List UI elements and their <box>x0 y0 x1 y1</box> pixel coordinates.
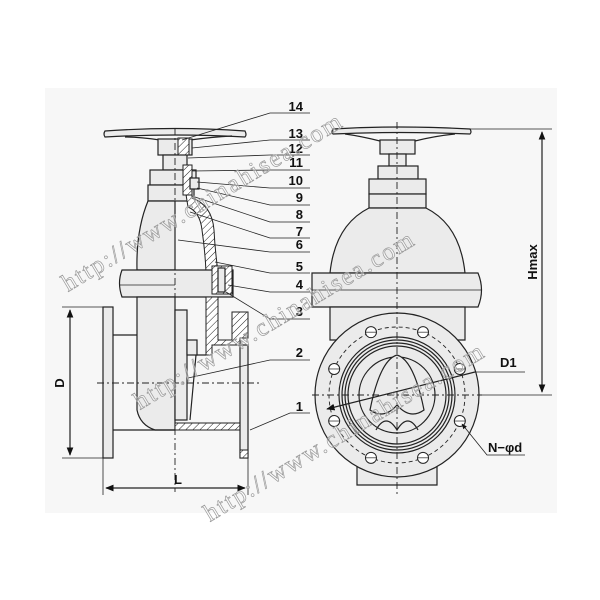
callout-6: 6 <box>177 237 310 253</box>
svg-text:10: 10 <box>289 173 303 188</box>
section-view: D L <box>52 127 262 495</box>
svg-text:8: 8 <box>296 207 303 222</box>
callout-7: 7 <box>189 211 310 239</box>
callout-11: 11 <box>191 155 310 172</box>
svg-text:7: 7 <box>296 224 303 239</box>
handwheel-hub-front <box>379 139 416 155</box>
callout-10: 10 <box>196 173 310 189</box>
svg-text:12: 12 <box>289 141 303 156</box>
svg-text:6: 6 <box>296 237 303 252</box>
dimension-D1-line <box>326 371 476 411</box>
gate-visible <box>369 354 425 415</box>
dimension-D-label: D <box>52 378 67 387</box>
dimension-D1-label: D1 <box>500 355 517 370</box>
dimension-Hmax-label: Hmax <box>525 244 540 280</box>
part-callouts: 14 13 12 11 10 9 8 7 6 5 4 3 2 1 <box>177 99 310 431</box>
callout-4: 4 <box>227 277 310 293</box>
dimension-L-label: L <box>174 472 182 487</box>
callout-13: 13 <box>191 126 310 149</box>
handwheel-front <box>331 126 472 135</box>
dimension-Nd-label: N−φd <box>488 440 522 455</box>
svg-text:1: 1 <box>296 399 303 414</box>
callout-12: 12 <box>187 141 310 159</box>
callout-3: 3 <box>225 291 310 320</box>
svg-text:2: 2 <box>296 345 303 360</box>
outlet-flange <box>239 344 249 459</box>
callout-5: 5 <box>214 259 310 274</box>
dimension-Nd-line <box>461 423 525 456</box>
callout-14: 14 <box>181 99 310 141</box>
callout-9: 9 <box>196 187 310 206</box>
bolt-holes <box>328 326 466 464</box>
front-view: Hmax D1 N−φd <box>311 122 552 497</box>
callout-1: 1 <box>249 399 310 431</box>
svg-text:9: 9 <box>296 190 303 205</box>
svg-text:13: 13 <box>289 126 303 141</box>
svg-text:14: 14 <box>289 99 304 114</box>
callout-8: 8 <box>191 195 310 223</box>
inlet-flange <box>102 306 114 459</box>
svg-text:4: 4 <box>296 277 304 292</box>
svg-text:5: 5 <box>296 259 303 274</box>
callout-2: 2 <box>187 345 310 379</box>
svg-text:3: 3 <box>296 304 303 319</box>
svg-text:11: 11 <box>289 155 303 170</box>
